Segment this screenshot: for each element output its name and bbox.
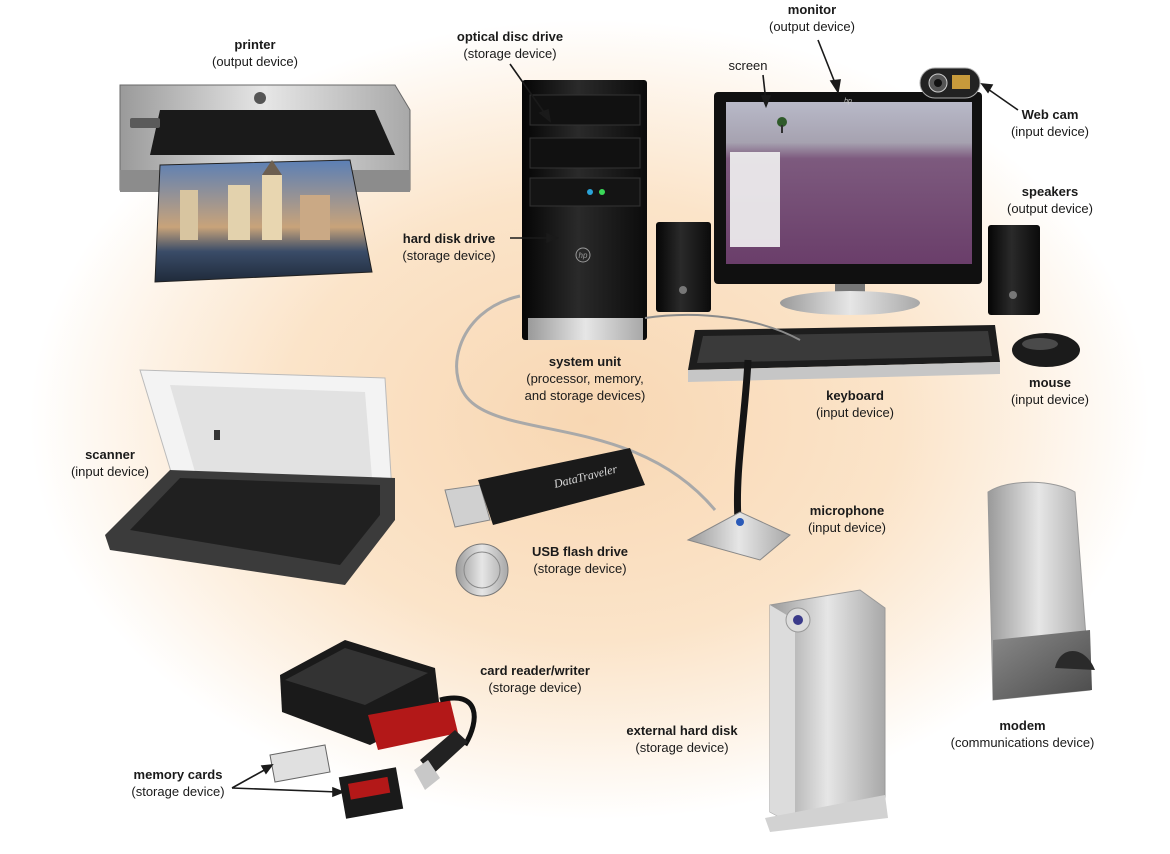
keyboard-illustration	[688, 325, 1000, 382]
microphone-illustration	[686, 359, 791, 561]
webcam-label: Web cam (input device)	[1010, 107, 1090, 139]
usb-flash-drive-label: USB flash drive (storage device)	[531, 544, 629, 576]
scanner-illustration	[105, 369, 395, 585]
usb-flash-drive-illustration: DataTraveler	[444, 448, 645, 528]
optical-disc-drive-label: optical disc drive (storage device)	[456, 29, 564, 61]
external-hard-disk-label: external hard disk (storage device)	[626, 723, 738, 755]
card-reader-illustration	[280, 640, 477, 790]
printer-label: printer (output device)	[212, 37, 298, 69]
keyboard-cable	[644, 313, 801, 341]
usb-cable	[455, 294, 717, 511]
monitor-label: monitor (output device)	[769, 2, 855, 34]
memory-cards-illustration	[269, 744, 404, 819]
modem-illustration	[987, 481, 1095, 701]
left-speaker-illustration	[656, 222, 711, 312]
system-unit-illustration: hp	[522, 80, 647, 340]
monitor-illustration: hp	[714, 92, 982, 315]
pointer-lines	[231, 39, 1019, 798]
system-unit-label: system unit (processor, memory, and stor…	[524, 354, 646, 403]
card-reader-label: card reader/writer (storage device)	[480, 663, 590, 695]
svg-text:hp: hp	[579, 251, 588, 260]
printer-illustration	[119, 84, 411, 283]
mouse-label: mouse (input device)	[1010, 375, 1090, 407]
svg-text:hp: hp	[844, 98, 852, 105]
external-hard-disk-illustration	[765, 589, 888, 832]
speakers-label: speakers (output device)	[1007, 184, 1093, 216]
modem-label: modem (communications device)	[950, 718, 1095, 750]
microphone-label: microphone (input device)	[807, 503, 887, 535]
screen-label: screen	[728, 58, 768, 73]
webcam-illustration	[919, 67, 981, 99]
scanner-label: scanner (input device)	[70, 447, 150, 479]
coin-illustration	[455, 543, 509, 597]
memory-cards-label: memory cards (storage device)	[131, 767, 225, 799]
hard-disk-drive-label: hard disk drive (storage device)	[402, 231, 496, 263]
keyboard-label: keyboard (input device)	[815, 388, 895, 420]
right-speaker-illustration	[988, 225, 1040, 315]
mouse-illustration	[1012, 333, 1080, 367]
